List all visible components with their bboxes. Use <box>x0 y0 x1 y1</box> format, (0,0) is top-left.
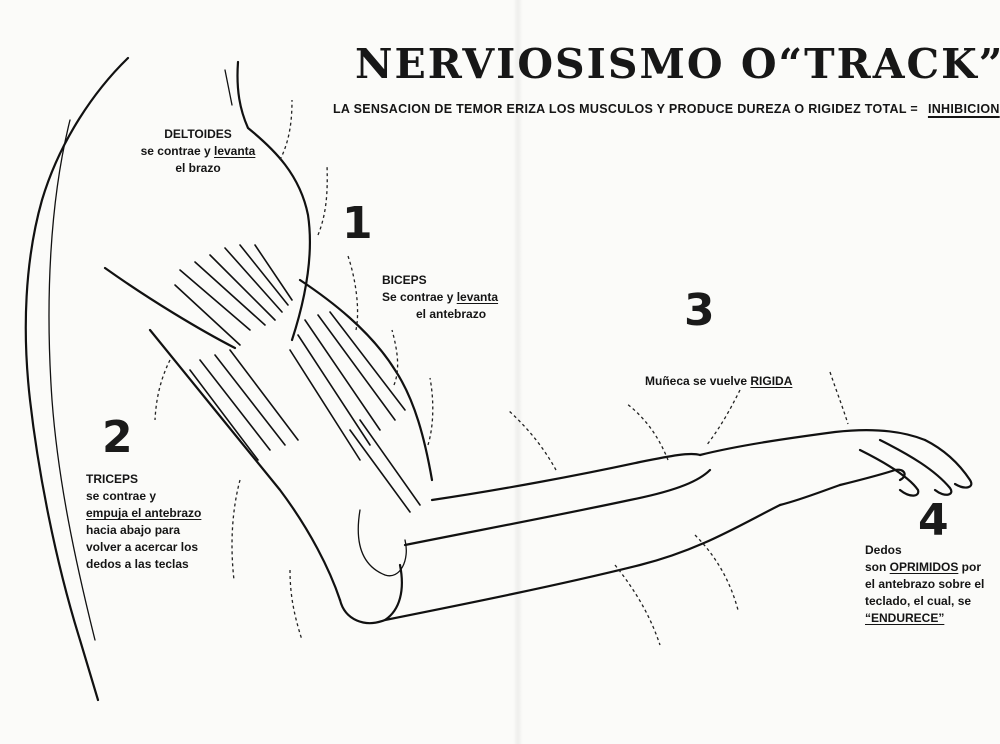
neck-line <box>224 69 233 106</box>
fiber <box>224 247 283 313</box>
page-title: NERVIOSISMO O“TRACK” <box>355 40 1000 88</box>
back-inner-line <box>48 119 96 641</box>
triceps-line-4: hacia abajo para <box>86 523 181 537</box>
finger-2 <box>878 438 953 496</box>
tension-arrow <box>694 534 739 611</box>
fiber <box>254 244 293 301</box>
fiber <box>289 349 361 461</box>
fiber <box>329 311 406 411</box>
step-number-4: 4 <box>918 495 949 546</box>
step-number-1: 1 <box>342 198 373 249</box>
fiber <box>317 314 396 421</box>
dedos-label: Dedos son OPRIMIDOS por el antebrazo sob… <box>865 542 984 627</box>
dedos-line-4: teclado, el cual, se <box>865 594 972 608</box>
tension-arrow <box>289 569 303 641</box>
tension-arrow <box>347 255 359 331</box>
dedos-line-5: “ENDURECE” <box>865 611 945 625</box>
tension-arrow <box>317 164 328 236</box>
wrist-top <box>698 428 927 457</box>
triceps-line-6: dedos a las teclas <box>86 557 189 571</box>
tension-arrow <box>391 329 399 386</box>
tension-arrow <box>507 409 557 471</box>
triceps-line-2: se contrae y <box>86 489 157 503</box>
fiber <box>209 254 276 321</box>
forearm-top-2 <box>403 468 712 547</box>
deltoides-line-2: se contrae y levanta <box>140 144 256 158</box>
forearm-top <box>430 452 702 502</box>
fiber <box>239 244 289 306</box>
fiber <box>194 261 266 326</box>
upper-arm-bottom <box>148 328 342 602</box>
tension-arrow <box>279 99 293 161</box>
finger-1 <box>923 438 973 489</box>
subtitle-text: LA SENSACION DE TEMOR ERIZA LOS MUSCULOS… <box>333 102 918 116</box>
fiber <box>174 284 241 346</box>
deltoides-label: DELTOIDES se contrae y levanta el brazo <box>138 126 258 177</box>
biceps-label: BICEPS Se contrae y levanta el antebrazo <box>382 272 498 323</box>
tension-arrow <box>625 402 669 461</box>
hand-back <box>778 483 842 507</box>
shoulder-outline <box>236 60 311 342</box>
fiber <box>179 269 251 331</box>
subtitle-highlight: INHIBICION <box>927 102 1000 116</box>
fiber <box>199 359 271 451</box>
fiber <box>297 334 371 446</box>
dedos-line-3: el antebrazo sobre el <box>865 577 985 591</box>
biceps-line-2: Se contrae y levanta <box>382 290 499 304</box>
biceps-name: BICEPS <box>382 273 427 287</box>
fiber <box>349 429 411 513</box>
fiber <box>189 369 259 461</box>
triceps-name: TRICEPS <box>86 472 139 486</box>
dedos-line-2: son OPRIMIDOS por <box>865 560 982 574</box>
deltoid-lower <box>103 266 237 350</box>
tension-arrow <box>829 371 849 425</box>
page-subtitle: LA SENSACION DE TEMOR ERIZA LOS MUSCULOS… <box>333 102 1000 116</box>
tension-arrow <box>705 389 741 447</box>
triceps-line-3: empuja el antebrazo <box>86 506 202 520</box>
deltoides-name: DELTOIDES <box>164 127 232 141</box>
tension-arrow <box>231 479 241 581</box>
tension-arrow <box>427 377 434 446</box>
fiber <box>214 354 286 446</box>
dedos-line-1: Dedos <box>865 543 902 557</box>
fiber <box>359 419 421 506</box>
page-fold <box>513 0 523 744</box>
forearm-bottom <box>383 503 782 622</box>
muneca-label: Muñeca se vuelve RIGIDA <box>645 374 793 388</box>
triceps-line-5: volver a acercar los <box>86 540 199 554</box>
tension-arrow <box>154 359 171 421</box>
triceps-label: TRICEPS se contrae y empuja el antebrazo… <box>86 471 201 573</box>
deltoides-line-3: el brazo <box>175 161 221 175</box>
elbow-inner <box>357 509 407 577</box>
tension-arrow <box>614 564 661 646</box>
thumb <box>838 468 906 487</box>
upper-arm-top <box>298 278 434 482</box>
biceps-line-3: el antebrazo <box>416 307 487 321</box>
elbow-outline <box>338 563 403 625</box>
fiber <box>304 319 381 431</box>
fiber <box>229 349 299 441</box>
finger-3 <box>858 448 920 497</box>
step-number-2: 2 <box>102 412 133 463</box>
back-outline <box>24 56 130 702</box>
step-number-3: 3 <box>684 285 715 336</box>
